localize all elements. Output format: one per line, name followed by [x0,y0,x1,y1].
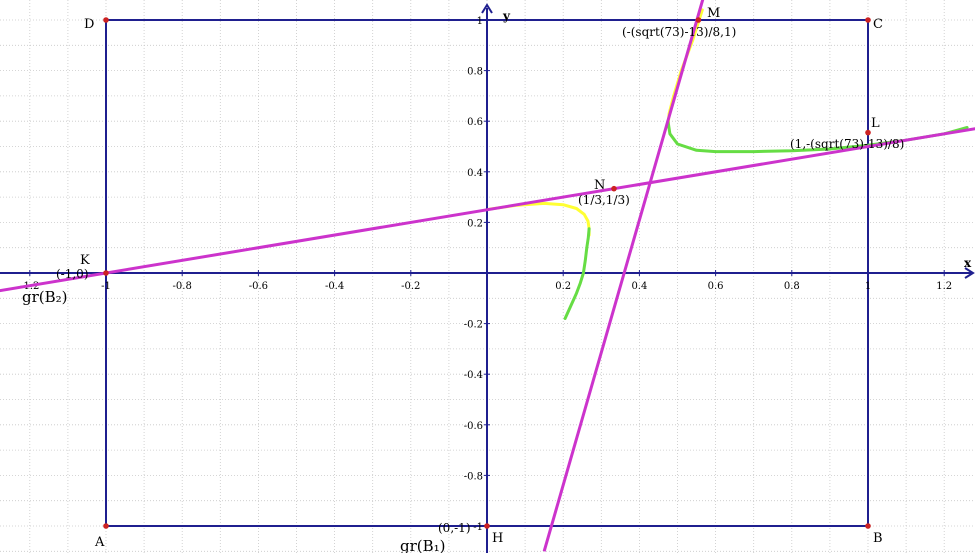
point-label-b: B [873,531,883,546]
graph-line-2 [0,127,975,293]
y-tick-label: -0.2 [464,320,483,331]
graph-line-1 [542,0,705,552]
x-tick-label: -0.8 [173,281,192,292]
x-tick-label: -0.6 [249,281,268,292]
x-tick-label: 1 [865,281,871,292]
point-n [611,185,617,192]
point-label-a: A [94,535,105,550]
point-coord-n: (1/3,1/3) [578,193,630,207]
tick-labels: -1.2-1-0.8-0.6-0.4-0.20.20.40.60.811.2-1… [20,16,952,533]
point-label-d: D [84,17,94,32]
x-tick-label: 0.6 [708,281,724,292]
point-label-l: L [871,116,880,131]
y-tick-label: 0.8 [467,67,483,78]
point-coord-k: (-1,0) [56,267,89,281]
point-a [103,523,109,529]
y-tick-label: 0.6 [467,117,483,128]
curve-1 [563,227,591,320]
line-label-gr-b1: gr(B₁) [400,537,446,553]
y-tick-label: -0.4 [464,370,483,381]
y-tick-label: 0.4 [467,168,483,179]
x-tick-label: -0.4 [325,281,344,292]
y-tick-label: 0.2 [467,218,483,229]
y-tick-label: -0.8 [464,471,483,482]
x-tick-label: 0.2 [555,281,571,292]
point-m [695,17,702,23]
x-axis-arrow [964,267,975,279]
axes [0,3,975,553]
y-tick-label: 1 [477,16,483,27]
point-label-m: M [707,6,720,21]
y-axis-arrow [481,3,493,14]
point-k [103,270,109,276]
point-label-k: K [80,253,90,268]
line-label-gr-b2: gr(B₂) [22,288,68,306]
y-axis-label: y [502,9,511,23]
x-tick-label: 0.8 [784,281,800,292]
point-coord-m: (-(sqrt(73)-13)/8,1) [622,25,736,39]
x-tick-label: -1 [101,281,111,292]
x-tick-label: -0.2 [401,281,420,292]
x-axis-label: x [964,256,972,270]
point-c [865,17,871,23]
point-label-n: N [594,178,605,193]
point-coord-l: (1,-(sqrt(73)-13)/8) [790,137,904,151]
point-label-h: H [492,531,503,546]
points [103,17,871,529]
y-tick-label: -0.6 [464,421,483,432]
x-tick-label: 1.2 [936,281,952,292]
x-tick-label: 0.4 [631,281,647,292]
point-l [865,129,871,136]
labels: y x gr(B₁) gr(B₂) A B C D H (0,-1) K (-1… [22,6,972,553]
y-tick-label: -1 [473,522,483,533]
point-coord-h: (0,-1) [438,521,471,535]
point-d [103,17,109,23]
point-h [484,523,490,529]
point-label-c: C [873,17,883,32]
point-b [865,523,871,529]
